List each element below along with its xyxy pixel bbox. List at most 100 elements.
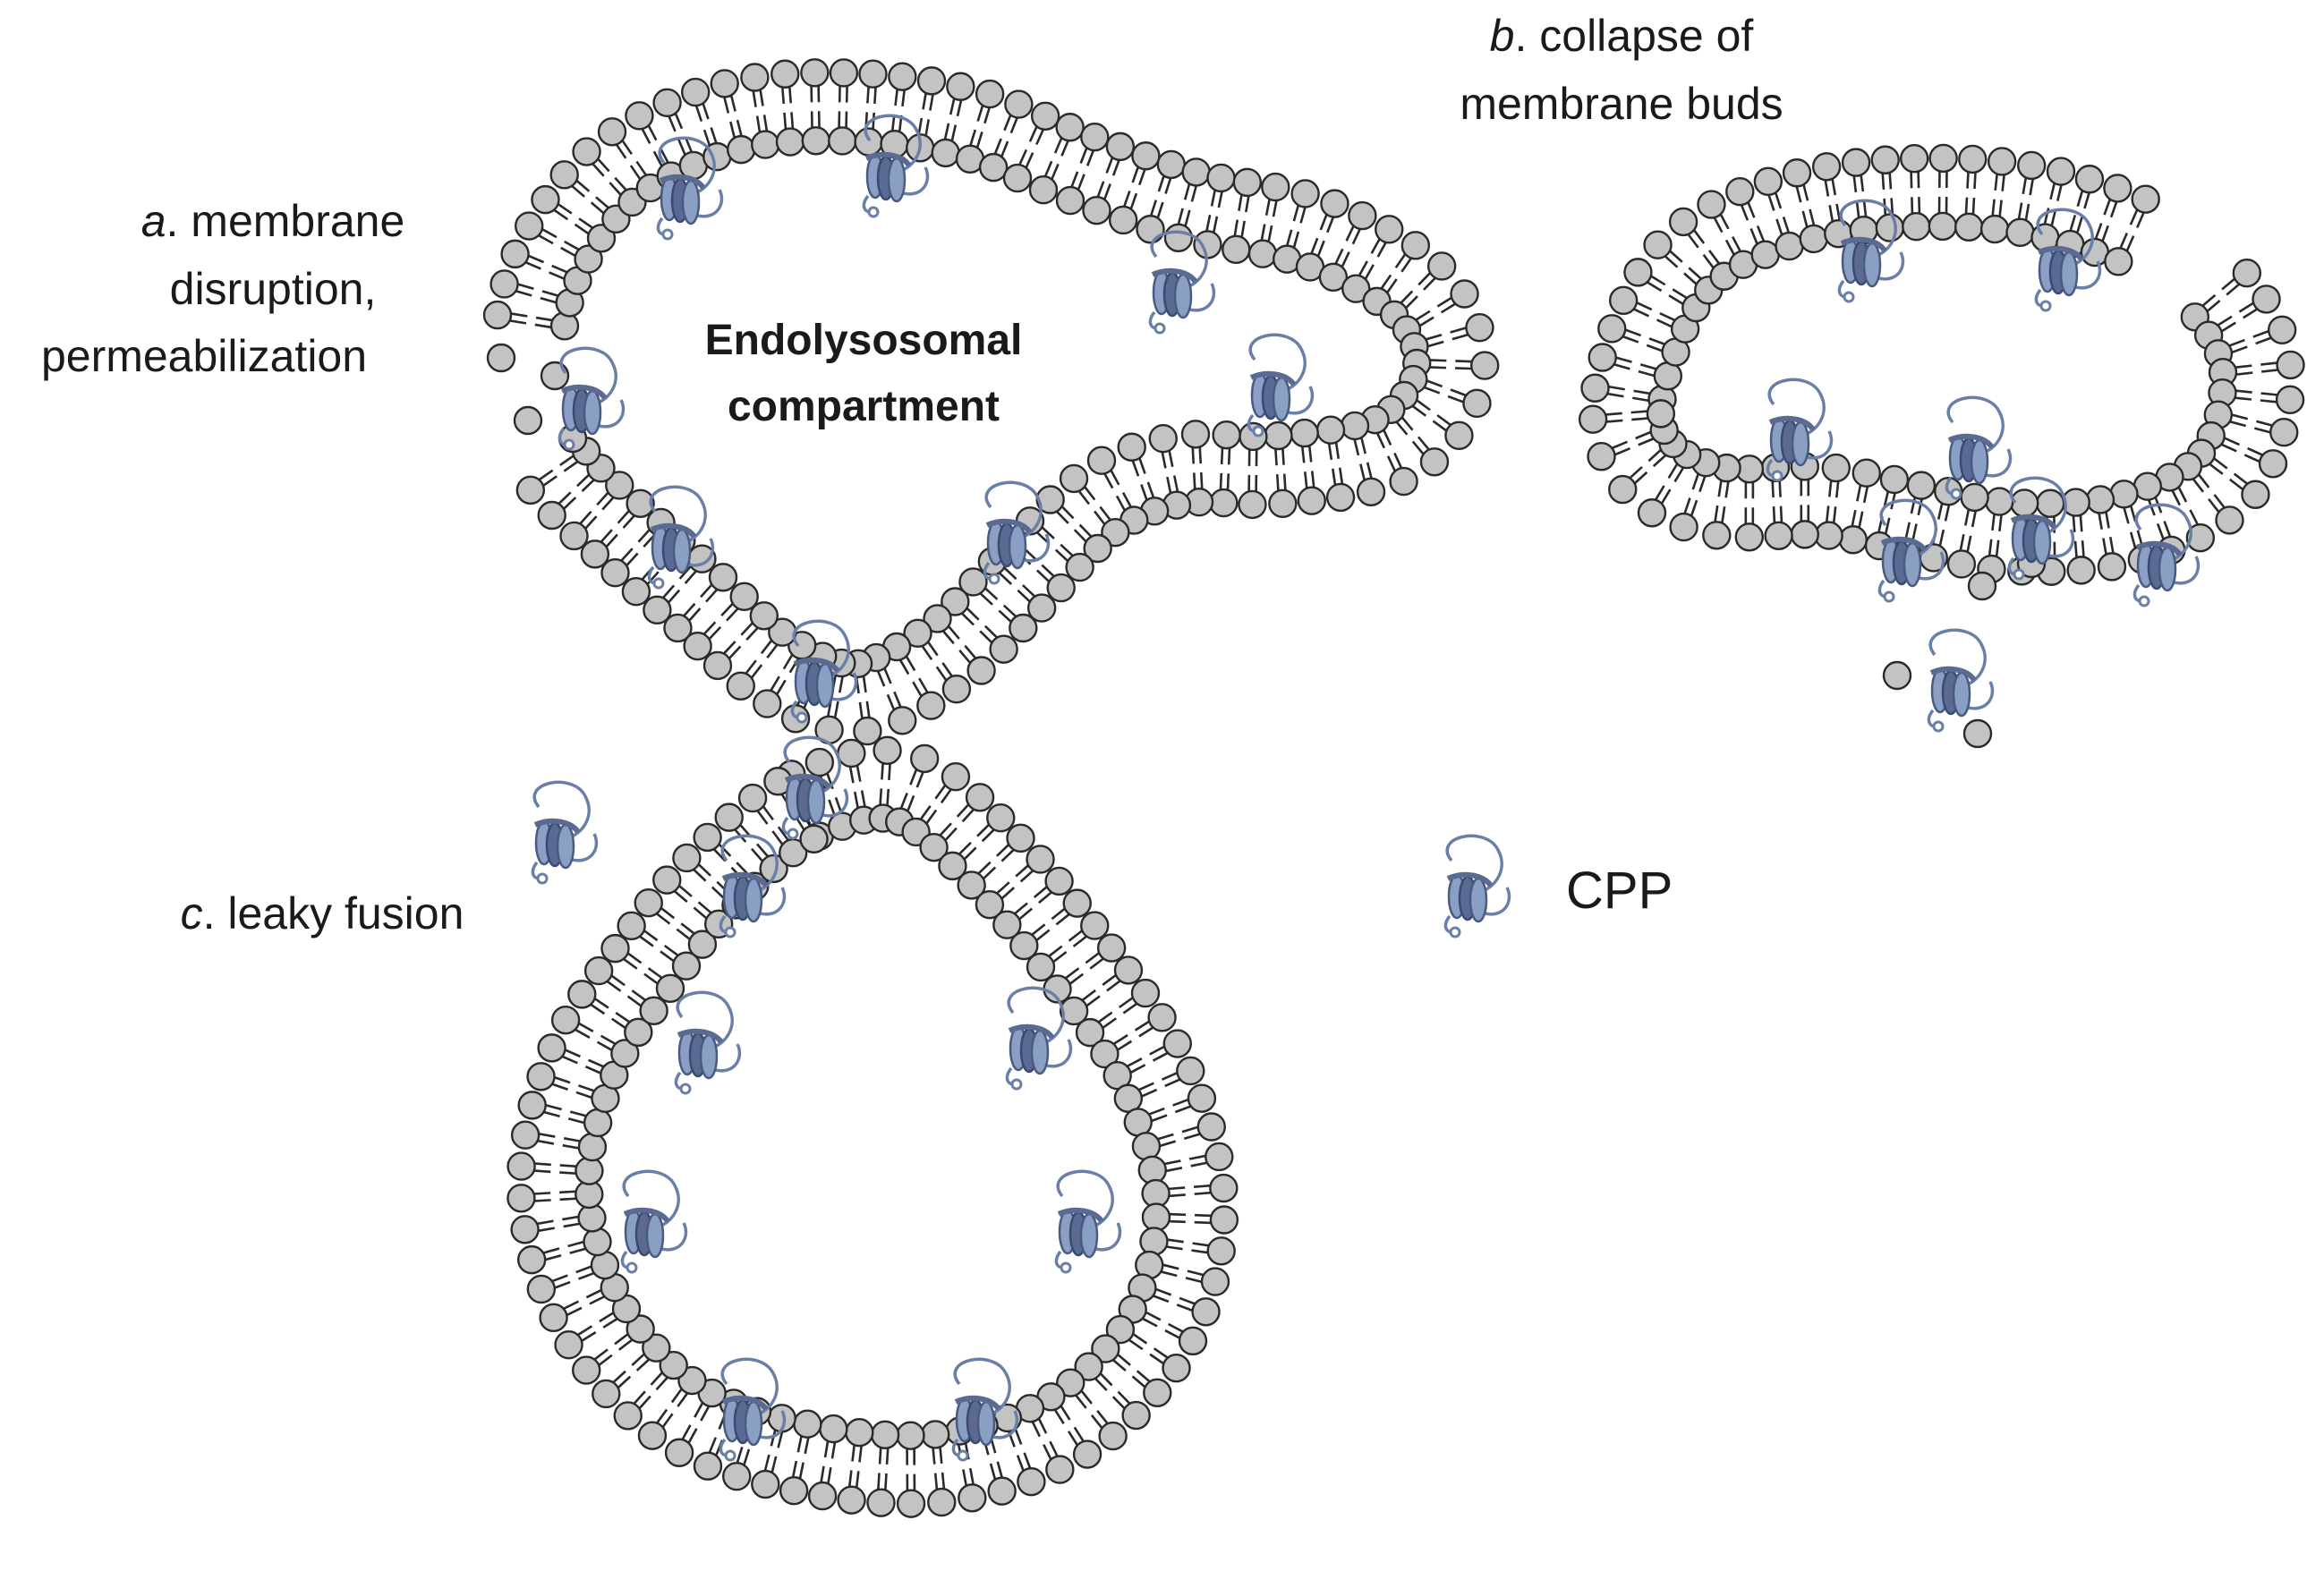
lipid-head <box>828 126 857 156</box>
lipid-head <box>837 1485 866 1515</box>
lipid-head <box>941 762 971 792</box>
lipid-head <box>1045 1455 1075 1484</box>
lipid-head <box>1105 132 1136 162</box>
lipid-head <box>1799 224 1828 254</box>
lipid-head <box>1320 189 1349 218</box>
lipid-head <box>957 870 986 900</box>
lipid-head <box>549 160 579 190</box>
lipid-head <box>1750 240 1780 269</box>
lipid-head <box>2275 385 2305 415</box>
lipid-head <box>753 689 782 718</box>
lipid-head <box>507 1151 536 1181</box>
lipid-head <box>775 127 805 157</box>
lipid-head <box>1637 498 1667 528</box>
lipid-head <box>507 1184 536 1213</box>
lipid-head <box>1899 144 1929 174</box>
lipid-head <box>1035 485 1065 514</box>
lipid-head <box>965 783 995 812</box>
label-c: c. leaky fusion <box>181 888 464 938</box>
lipid-head <box>1426 251 1457 281</box>
lipid-head <box>1006 823 1035 853</box>
lipid-head <box>586 224 617 253</box>
lipid-head <box>664 1438 694 1467</box>
lipid-head <box>1340 411 1370 441</box>
lipid-head <box>2085 485 2115 514</box>
lipid-head <box>740 63 770 92</box>
lipid-head <box>1465 312 1494 343</box>
lipid-head <box>1147 1003 1177 1032</box>
lipid-head <box>1209 1205 1239 1235</box>
lipid-head <box>1356 477 1386 506</box>
lipid-head <box>1734 522 1764 552</box>
lipid-head <box>1200 1267 1230 1296</box>
lipid-head <box>486 343 516 373</box>
lipid-head <box>909 743 940 774</box>
lipid-head <box>1136 215 1165 244</box>
lipid-head <box>2046 157 2076 186</box>
lipid-head <box>672 843 702 873</box>
lipid-head <box>987 1476 1017 1506</box>
lipid-head <box>1238 489 1267 520</box>
lipid-head <box>1946 549 1977 579</box>
svg-text:b. collapse of: b. collapse of <box>1490 11 1754 61</box>
lipid-head <box>1882 660 1912 691</box>
lipid-head <box>637 1421 668 1450</box>
lipid-head <box>583 955 614 986</box>
lipid-head <box>978 152 1009 183</box>
lipid-head <box>1697 190 1726 219</box>
lipid-head <box>1117 432 1146 462</box>
lipid-head <box>1821 453 1851 483</box>
lipid-head <box>946 72 975 101</box>
lipid-head <box>677 1365 707 1396</box>
lipid-head <box>958 1483 987 1513</box>
lipid-head <box>1764 521 1793 550</box>
svg-text:c. leaky fusion: c. leaky fusion <box>181 888 464 938</box>
lipid-head <box>1002 163 1033 193</box>
cpp-protein-icon <box>1007 988 1070 1089</box>
lipid-head <box>572 137 601 166</box>
lipid-head <box>779 1475 809 1506</box>
lipid-head <box>1419 447 1450 477</box>
lipid-head <box>1702 521 1732 550</box>
lipid-head <box>1985 487 2014 516</box>
lipid-head <box>515 211 544 241</box>
lipid-head <box>537 500 566 531</box>
label-b: b. collapse of membrane buds <box>1460 11 1783 129</box>
cpp-protein-icon <box>532 782 596 883</box>
lipid-head <box>804 747 835 777</box>
lipid-head <box>600 557 630 588</box>
lipid-head <box>751 1469 780 1499</box>
lipid-head <box>1055 113 1085 142</box>
lipid-head <box>975 79 1005 109</box>
compartment-label: Endolysosomal compartment <box>705 317 1023 430</box>
lipid-head <box>2258 449 2288 479</box>
lipid-head <box>799 824 829 853</box>
lipid-head <box>516 1244 547 1275</box>
legend: CPP <box>1445 836 1673 937</box>
label-a-line1: . membrane <box>166 196 405 246</box>
lipid-head <box>1163 223 1194 252</box>
lipid-head <box>958 567 988 597</box>
lipid-head <box>515 475 546 505</box>
lipid-head <box>1209 488 1239 518</box>
lipid-head <box>1191 1297 1221 1327</box>
lipid-head <box>550 1005 581 1035</box>
lipid-head <box>1091 1334 1120 1363</box>
label-a: a. membrane disruption, permeabilization <box>41 196 404 381</box>
lipid-head <box>683 631 712 661</box>
lipid-head <box>1928 143 1958 174</box>
lipid-head <box>1206 1236 1236 1266</box>
lipid-head <box>1623 258 1653 287</box>
lipid-head <box>1987 147 2017 176</box>
lipid-head <box>1026 952 1056 982</box>
lipid-head <box>1375 215 1404 244</box>
lipid-head <box>1055 185 1085 216</box>
lipid-head <box>513 405 543 436</box>
lipid-head <box>2131 184 2160 214</box>
lipid-head <box>751 130 780 159</box>
lipid-head <box>800 58 830 88</box>
lipid-head <box>1668 207 1698 237</box>
lipid-head <box>540 361 570 391</box>
lipid-head <box>1325 482 1356 513</box>
